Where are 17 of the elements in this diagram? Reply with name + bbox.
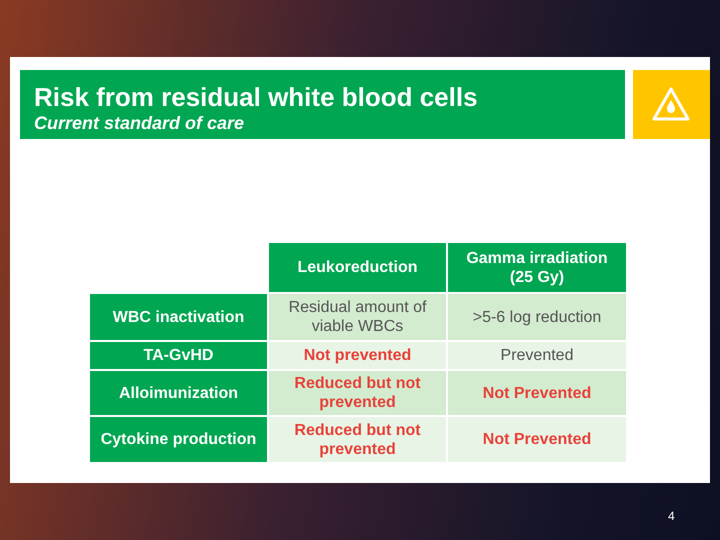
page-number: 4 (668, 509, 675, 523)
table-cell: Not Prevented (447, 416, 627, 463)
table-cell: Reduced but not prevented (268, 370, 447, 416)
row-header: Cytokine production (89, 416, 268, 463)
row-header: Alloimunization (89, 370, 268, 416)
table-cell: Not Prevented (447, 370, 627, 416)
column-header: Gamma irradiation (25 Gy) (447, 242, 627, 293)
table-cell: Not prevented (268, 341, 447, 370)
table-cell: >5-6 log reduction (447, 293, 627, 341)
table-cell: Residual amount of viable WBCs (268, 293, 447, 341)
table-cell: Prevented (447, 341, 627, 370)
row-header: TA-GvHD (89, 341, 268, 370)
slide-title: Risk from residual white blood cells (34, 82, 478, 112)
column-header: Leukoreduction (268, 242, 447, 293)
slide-subtitle: Current standard of care (34, 112, 244, 134)
row-header: WBC inactivation (89, 293, 268, 341)
table-cell: Reduced but not prevented (268, 416, 447, 463)
